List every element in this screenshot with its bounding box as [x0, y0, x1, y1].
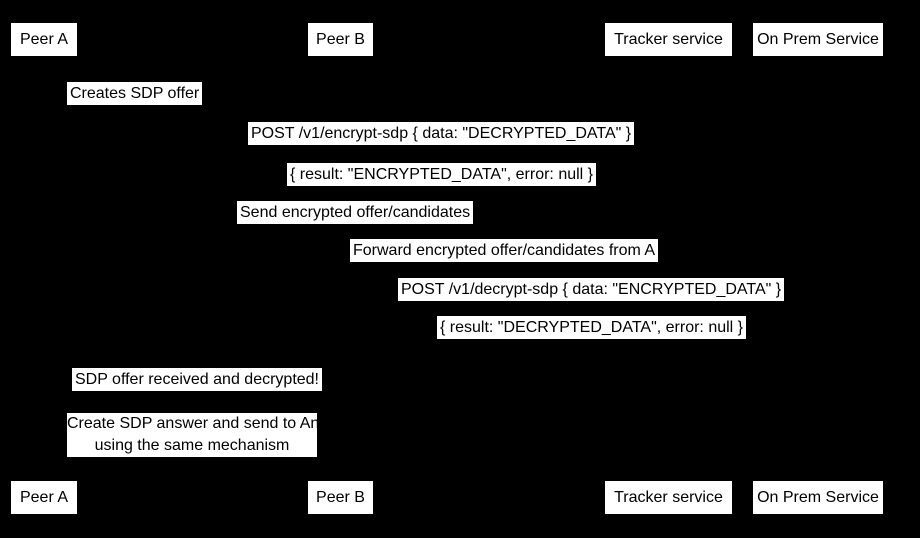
participant-peer-a-top: Peer A [11, 23, 77, 56]
message-post-encrypt-sdp: POST /v1/encrypt-sdp { data: "DECRYPTED_… [248, 122, 635, 145]
participant-label: Peer A [19, 488, 69, 506]
participant-peer-b-top: Peer B [308, 23, 373, 56]
message-result-decrypted-data: { result: "DECRYPTED_DATA", error: null … [437, 316, 747, 339]
participant-on-prem-service-bottom: On Prem Service [753, 481, 883, 514]
participant-label: On Prem Service [757, 30, 879, 48]
participant-label: Tracker service [614, 488, 723, 506]
participant-tracker-service-bottom: Tracker service [605, 481, 732, 514]
note-line: using the same mechanism [94, 437, 290, 454]
note-line: Create SDP answer and send to An [67, 415, 320, 432]
participant-label: Peer A [19, 30, 69, 48]
message-sdp-offer-received: SDP offer received and decrypted! [72, 368, 322, 391]
participant-tracker-service-top: Tracker service [605, 23, 732, 56]
participant-peer-a-bottom: Peer A [11, 481, 77, 514]
participant-on-prem-service-top: On Prem Service [753, 23, 883, 56]
message-forward-encrypted-offer: Forward encrypted offer/candidates from … [350, 239, 659, 262]
message-result-encrypted-data: { result: "ENCRYPTED_DATA", error: null … [287, 163, 597, 186]
message-creates-sdp-offer: Creates SDP offer [67, 82, 203, 105]
participant-label: Peer B [316, 30, 365, 48]
participant-label: Tracker service [614, 30, 723, 48]
participant-label: On Prem Service [757, 488, 879, 506]
participant-peer-b-bottom: Peer B [308, 481, 373, 514]
participant-label: Peer B [316, 488, 365, 506]
message-send-encrypted-offer: Send encrypted offer/candidates [237, 201, 474, 224]
message-post-decrypt-sdp: POST /v1/decrypt-sdp { data: "ENCRYPTED_… [398, 278, 785, 301]
note-create-sdp-answer: Create SDP answer and send to An using t… [67, 413, 320, 457]
